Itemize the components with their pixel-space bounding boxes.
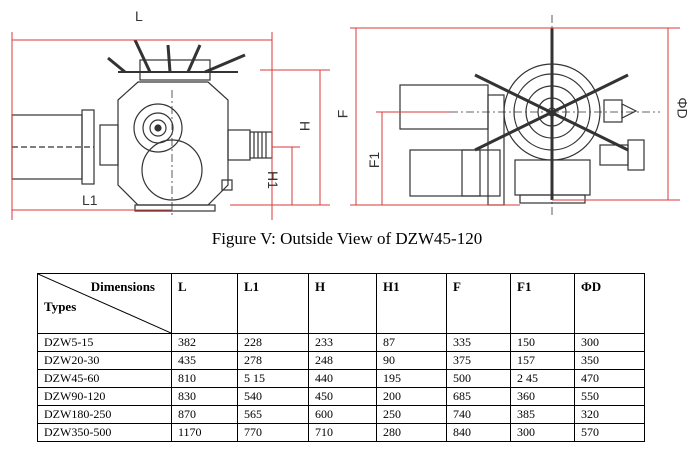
table-row: DZW180-250 870 565 600 250 740 385 320 <box>37 405 645 424</box>
actuator-drawing-svg <box>11 15 680 220</box>
column-header: H1 <box>376 273 447 334</box>
type-cell: DZW90-120 <box>37 387 172 406</box>
drawing-label-F: F <box>334 109 351 119</box>
drawing-label-H: H <box>297 120 314 132</box>
value-cell: 440 <box>308 369 377 388</box>
value-cell: 382 <box>171 333 238 352</box>
value-cell: 195 <box>376 369 447 388</box>
column-header: L <box>171 273 238 334</box>
value-cell: 810 <box>171 369 238 388</box>
dimensions-table: Dimensions Types L L1 H H1 F F1 ΦD DZW5-… <box>37 273 645 442</box>
value-cell: 470 <box>574 369 645 388</box>
value-cell: 5 15 <box>237 369 309 388</box>
table-row: DZW20-30 435 278 248 90 375 157 350 <box>37 351 645 370</box>
value-cell: 500 <box>446 369 511 388</box>
value-cell: 450 <box>308 387 377 406</box>
drawing-label-L: L <box>135 8 143 24</box>
value-cell: 278 <box>237 351 309 370</box>
value-cell: 840 <box>446 423 511 442</box>
value-cell: 565 <box>237 405 309 424</box>
value-cell: 710 <box>308 423 377 442</box>
value-cell: 90 <box>376 351 447 370</box>
value-cell: 540 <box>237 387 309 406</box>
table-row: DZW5-15 382 228 233 87 335 150 300 <box>37 333 645 352</box>
value-cell: 830 <box>171 387 238 406</box>
value-cell: 570 <box>574 423 645 442</box>
value-cell: 870 <box>171 405 238 424</box>
corner-dimensions-label: Dimensions <box>90 279 155 294</box>
right-motor-body <box>399 84 489 130</box>
value-cell: 320 <box>574 405 645 424</box>
value-cell: 2 45 <box>510 369 575 388</box>
column-header: F <box>446 273 511 334</box>
type-cell: DZW350-500 <box>37 423 172 442</box>
drawing-label-H1: H1 <box>264 171 281 189</box>
drawing-label-F1: F1 <box>366 151 383 169</box>
value-cell: 740 <box>446 405 511 424</box>
value-cell: 157 <box>510 351 575 370</box>
value-cell: 1170 <box>171 423 238 442</box>
value-cell: 600 <box>308 405 377 424</box>
outside-view-drawing: L L1 H H1 F F1 ΦD <box>0 0 694 225</box>
value-cell: 685 <box>446 387 511 406</box>
value-cell: 248 <box>308 351 377 370</box>
type-cell: DZW20-30 <box>37 351 172 370</box>
value-cell: 150 <box>510 333 575 352</box>
table-corner-cell: Dimensions Types <box>37 273 172 334</box>
value-cell: 335 <box>446 333 511 352</box>
value-cell: 280 <box>376 423 447 442</box>
value-cell: 435 <box>171 351 238 370</box>
column-header: F1 <box>510 273 575 334</box>
drawing-label-phiD: ΦD <box>674 97 691 119</box>
value-cell: 360 <box>510 387 575 406</box>
value-cell: 350 <box>574 351 645 370</box>
column-header: ΦD <box>574 273 645 334</box>
value-cell: 385 <box>510 405 575 424</box>
type-cell: DZW180-250 <box>37 405 172 424</box>
column-header: L1 <box>237 273 309 334</box>
column-header: H <box>308 273 377 334</box>
value-cell: 200 <box>376 387 447 406</box>
figure-caption: Figure V: Outside View of DZW45-120 <box>211 229 483 248</box>
left-housing <box>117 81 229 206</box>
value-cell: 300 <box>510 423 575 442</box>
table-row: DZW45-60 810 5 15 440 195 500 2 45 470 <box>37 369 645 388</box>
corner-diagonal <box>38 274 171 333</box>
value-cell: 770 <box>237 423 309 442</box>
value-cell: 228 <box>237 333 309 352</box>
value-cell: 250 <box>376 405 447 424</box>
value-cell: 375 <box>446 351 511 370</box>
table-header-row: Dimensions Types L L1 H H1 F F1 ΦD <box>37 273 645 334</box>
type-cell: DZW45-60 <box>37 369 172 388</box>
table-row: DZW350-500 1170 770 710 280 840 300 570 <box>37 423 645 442</box>
value-cell: 87 <box>376 333 447 352</box>
table-row: DZW90-120 830 540 450 200 685 360 550 <box>37 387 645 406</box>
value-cell: 233 <box>308 333 377 352</box>
value-cell: 300 <box>574 333 645 352</box>
value-cell: 550 <box>574 387 645 406</box>
type-cell: DZW5-15 <box>37 333 172 352</box>
drawing-label-L1: L1 <box>82 192 98 208</box>
corner-types-label: Types <box>44 299 77 314</box>
